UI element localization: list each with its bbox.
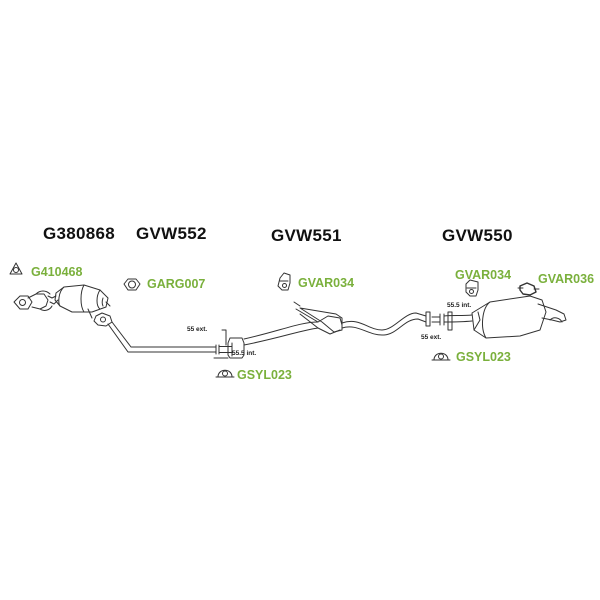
part-code-gvar036[interactable]: GVAR036 [538,272,595,286]
rubber-hanger-icon [277,272,291,291]
part-code-gsyl023-rear[interactable]: GSYL023 [456,350,511,364]
section-code-gvw552: GVW552 [136,224,207,243]
ring-gasket-icon [123,278,141,291]
part-code-gvar034-rear[interactable]: GVAR034 [455,268,512,282]
section-code-gvw550: GVW550 [442,226,513,245]
part-code-gvar034-center[interactable]: GVAR034 [298,276,355,290]
pipe-note-ext-front: 55 ext. [187,326,208,333]
part-code-gsyl023-center[interactable]: GSYL023 [237,368,292,382]
hanger-bracket-icon [517,282,540,296]
section-code-g380868: G380868 [43,224,116,243]
middle-silencer-gvw551 [227,301,431,359]
section-code-gvw551: GVW551 [271,226,342,245]
flange-gasket-icon [9,262,23,275]
pipe-note-ext-rear: 55 ext. [421,334,442,341]
rear-silencer-gvw550 [431,295,567,339]
pipe-note-int-rear: 55.5 int. [447,302,472,309]
rubber-hanger-icon [465,279,479,297]
part-code-g410468[interactable]: G410468 [31,265,83,279]
pipe-note-int-front: 55.5 int. [232,350,257,357]
clamp-icon [431,352,451,361]
part-code-garg007[interactable]: GARG007 [147,277,206,291]
catalytic-converter-front-pipe [13,284,111,319]
intermediate-pipe-gvw552 [93,312,233,357]
center-pipe-hanger-mark [213,329,229,359]
clamp-icon [215,369,235,378]
